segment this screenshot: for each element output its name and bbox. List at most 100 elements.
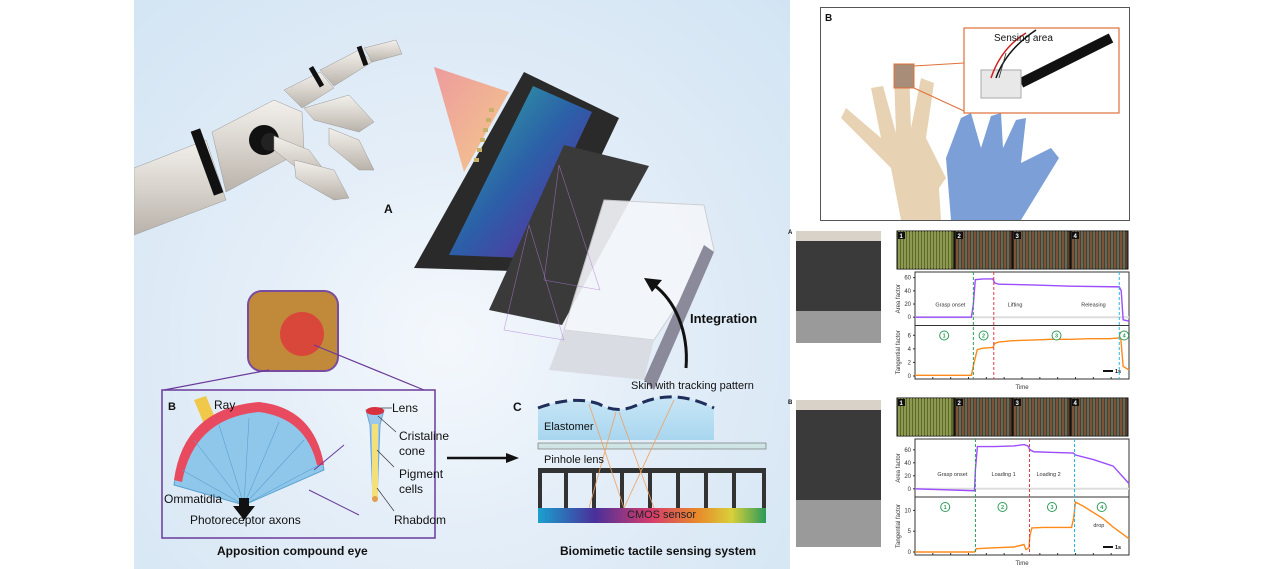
light-cone — [434, 67, 509, 172]
y-axis-label: Area factor — [896, 453, 902, 482]
sensor-on-finger — [893, 63, 915, 89]
event-annotation: Releasing — [1081, 302, 1105, 308]
ray-label: Ray — [214, 398, 236, 412]
tactile-sensor-diagram — [537, 395, 767, 523]
gripper-photo-a — [796, 231, 881, 343]
tile-number-bg — [1072, 399, 1079, 406]
hand-sensor-panel: B Sensing area — [820, 7, 1130, 221]
y-tick-label: 0 — [908, 315, 912, 321]
scale-bar-label: 1s — [1115, 545, 1121, 551]
phase-marker — [939, 330, 950, 341]
pigment-line1: Pigment — [399, 467, 444, 481]
y-tick-label: 20 — [904, 302, 911, 308]
phase-marker — [940, 502, 951, 512]
tactile-image-tile — [954, 397, 1013, 437]
cristaline-line1: Cristaline — [399, 429, 450, 443]
pinhole-lens-label: Pinhole lens — [544, 454, 604, 466]
sensing-area-label: Sensing area — [994, 33, 1053, 44]
y-axis-label: Tangential factor — [896, 330, 902, 374]
pigment-cells-label: Pigment cells — [399, 467, 443, 497]
y-axis-label: Tangential factor — [896, 504, 902, 548]
y-tick-label: 60 — [904, 448, 911, 454]
phase-number: 3 — [1055, 334, 1058, 340]
tactile-image-tile — [1012, 397, 1071, 437]
phase-number: 1 — [943, 334, 946, 340]
y-tick-label: 4 — [908, 347, 912, 353]
drop-annotation: drop — [1093, 523, 1104, 529]
tile-number-bg — [1014, 399, 1021, 406]
event-annotation: Lifting — [1008, 302, 1023, 308]
y-tick-label: 0 — [908, 487, 912, 493]
tile-number: 4 — [1074, 234, 1078, 240]
y-tick-label: 5 — [908, 529, 912, 535]
tile-number-bg — [1014, 232, 1021, 239]
tile-number-bg — [898, 232, 905, 239]
phase-number: 2 — [982, 334, 985, 340]
tactile-image-tile — [896, 230, 955, 270]
hand-illustration — [841, 27, 1120, 220]
pinhole-layer — [489, 145, 649, 325]
event-annotation: Grasp onset — [935, 302, 965, 308]
integration-arrow — [653, 283, 688, 369]
phase-number: 2 — [1001, 505, 1004, 511]
tile-number-bg — [956, 399, 963, 406]
y-tick-label: 10 — [904, 508, 911, 514]
pigment-line2: cells — [399, 482, 424, 496]
gripper-photo-b — [796, 400, 881, 547]
photoreceptor-axons-label: Photoreceptor axons — [190, 513, 301, 527]
rhabdom-label: Rhabdom — [394, 513, 447, 527]
chart-b-label: B — [788, 400, 793, 406]
skin-label: Skin with tracking pattern — [631, 380, 754, 392]
phase-number: 3 — [1050, 505, 1053, 511]
cmos-sensor-label: CMOS sensor — [627, 509, 697, 521]
scale-bar-label: 1s — [1115, 369, 1121, 375]
event-annotation: Loading 1 — [992, 472, 1016, 478]
tile-number-bg — [1072, 232, 1079, 239]
phase-marker — [1096, 502, 1107, 512]
ommatidia-label: Ommatidia — [164, 492, 223, 506]
elastomer-label: Elastomer — [544, 421, 594, 433]
tactile-image-tile — [954, 230, 1013, 270]
sensor-device — [980, 69, 1022, 99]
event-annotation: Grasp onset — [937, 472, 967, 478]
cristaline-cone-label: Cristaline cone — [399, 429, 449, 459]
phase-marker — [1051, 330, 1062, 341]
concept-figure: A Integration B Ray Ommatidia Photorecep… — [134, 0, 790, 569]
subplot-frame — [914, 496, 1130, 556]
tile-number: 3 — [1016, 234, 1020, 240]
x-axis-label: Time — [1015, 561, 1029, 567]
integration-label: Integration — [690, 311, 758, 326]
y-tick-label: 40 — [904, 289, 911, 295]
chart-a-label: A — [788, 230, 793, 236]
series-line — [915, 500, 1130, 553]
phase-marker — [1047, 502, 1058, 512]
phase-number: 1 — [944, 505, 947, 511]
phase-marker — [978, 330, 989, 341]
tile-number: 1 — [900, 234, 904, 240]
phase-number: 4 — [1123, 334, 1127, 340]
concept-illustration — [134, 39, 767, 539]
y-tick-label: 0 — [908, 550, 912, 556]
axon-arrow-icon — [233, 498, 255, 520]
y-tick-label: 2 — [908, 360, 912, 366]
tactile-image-tile — [896, 397, 955, 437]
tile-number-bg — [956, 232, 963, 239]
tile-number: 2 — [958, 401, 962, 407]
tactile-image-tile — [1070, 397, 1129, 437]
compound-eye-panel — [161, 389, 436, 539]
compound-eye-caption: Apposition compound eye — [217, 544, 368, 558]
panel-b-right-label: B — [825, 13, 833, 24]
subplot-frame — [914, 438, 1130, 498]
fly-eye — [280, 312, 324, 356]
y-tick-label: 0 — [908, 374, 912, 380]
series-line — [914, 443, 1130, 492]
x-axis-label: Time — [1015, 385, 1029, 391]
cristaline-line2: cone — [399, 444, 426, 458]
tile-number: 1 — [900, 401, 904, 407]
tile-number: 3 — [1016, 401, 1020, 407]
lens-label: Lens — [392, 401, 419, 415]
ommatidium-detail — [365, 407, 385, 502]
y-tick-label: 40 — [904, 461, 911, 467]
